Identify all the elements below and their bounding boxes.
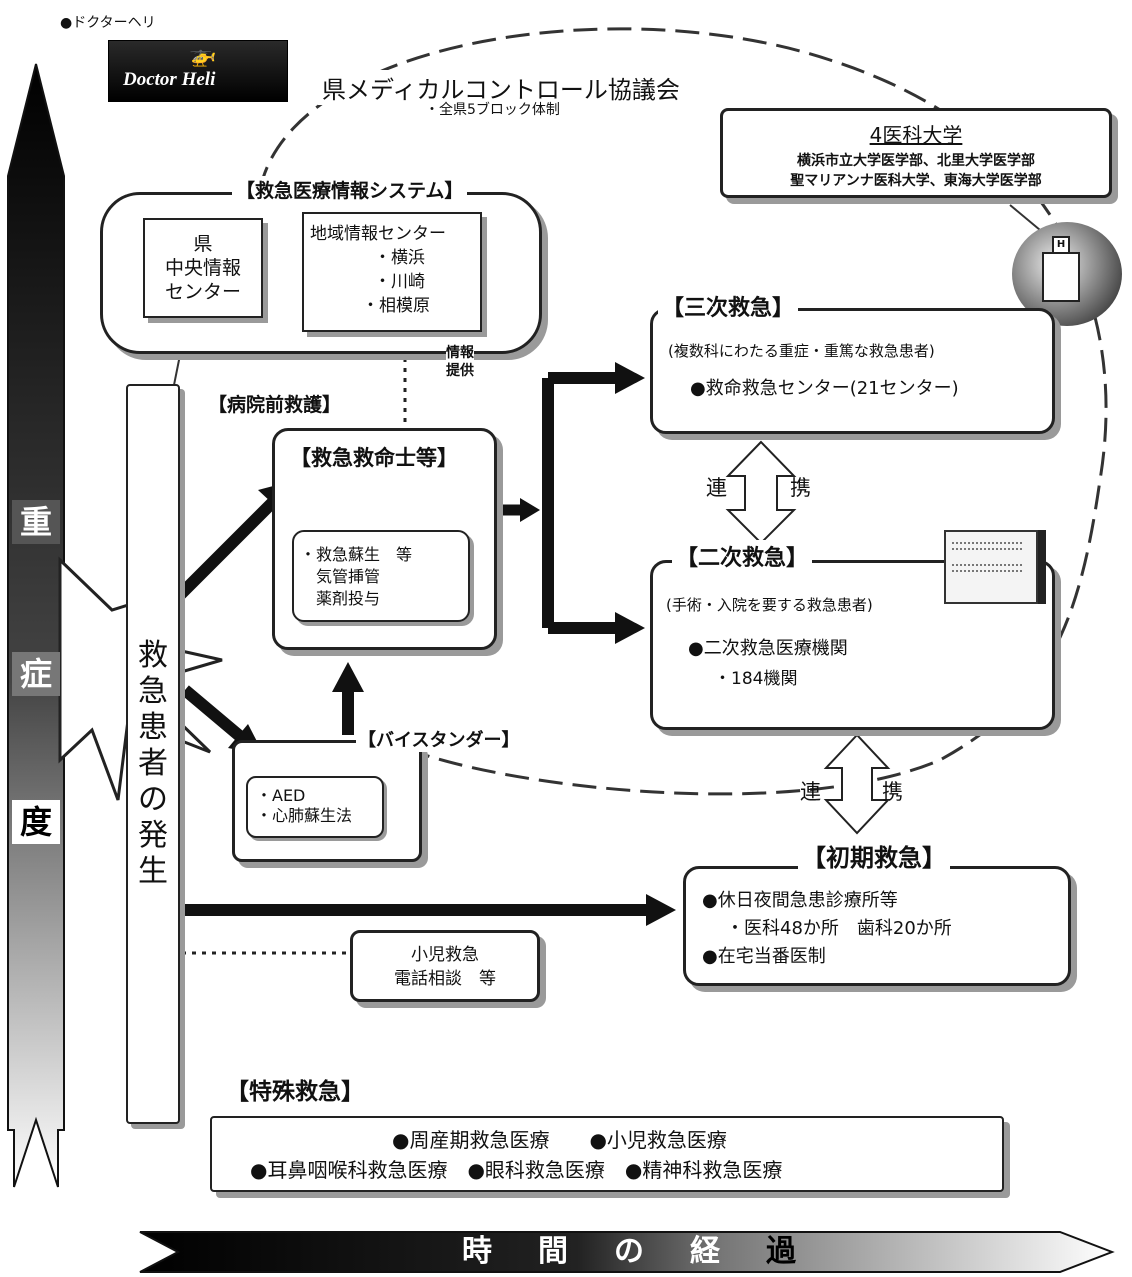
university-box: 4医科大学 横浜市立大学医学部、北里大学医学部 聖マリアンナ医科大学、東海大学医… — [720, 108, 1112, 198]
special-row-1: ●周産期救急医療 ●小児救急医療 — [392, 1128, 727, 1152]
secondary-desc: (手術・入院を要する救急患者) — [666, 596, 873, 614]
doctor-heli-image: 🚁 Doctor Heli — [108, 40, 288, 102]
tertiary-desc: (複数科にわたる重症・重篤な救急患者) — [668, 342, 935, 360]
special-row-2: ●耳鼻咽喉科救急医療 ●眼科救急医療 ●精神科救急医療 — [250, 1158, 783, 1182]
central-info-center: 県 中央情報 センター — [143, 218, 263, 318]
time-axis-label: 時 間 の 経 過 — [462, 1232, 796, 1272]
helicopter-icon: 🚁 — [189, 43, 217, 68]
primary-title: 【初期救急】 — [798, 838, 950, 873]
emt-line-3: 薬剤投与 — [300, 589, 381, 608]
emt-line-2: 気管挿管 — [300, 567, 381, 586]
patient-char-2: 急 — [138, 674, 168, 709]
patient-char-6: 発 — [138, 818, 168, 853]
primary-sub-1: ・医科48か所 歯科20か所 — [726, 918, 952, 939]
secondary-title: 【二次救急】 — [672, 540, 813, 572]
council-subtitle: ・全県5ブロック体制 — [425, 102, 560, 118]
secondary-hospital-icon — [944, 520, 1060, 604]
patient-char-4: 者 — [138, 746, 168, 781]
coop-upper-left: 連 — [706, 476, 727, 500]
regional-kawasaki: ・川崎 — [374, 272, 425, 292]
info-provide-line-1: 情報 — [446, 345, 474, 361]
primary-box — [683, 866, 1071, 986]
pediatric-line-2: 電話相談 等 — [394, 969, 496, 989]
coop-arrow-lower — [823, 733, 891, 835]
time-char-5: 過 — [766, 1234, 796, 1269]
coop-lower-left: 連 — [800, 780, 821, 804]
university-line-2: 聖マリアンナ医科大学、東海大学医学部 — [790, 173, 1042, 189]
info-provide-line-2: 提供 — [446, 363, 474, 379]
bystander-line-1: ・AED — [256, 786, 306, 805]
info-system-title: 【救急医療情報システム】 — [232, 176, 468, 203]
doctor-heli-label: ●ドクターヘリ — [60, 15, 156, 31]
severity-arrow — [7, 63, 65, 1188]
tertiary-item: ●救命救急センター(21センター) — [690, 378, 959, 399]
university-line-1: 横浜市立大学医学部、北里大学医学部 — [797, 153, 1035, 169]
regional-info-center: 地域情報センター ・横浜 ・川崎 ・相模原 — [302, 212, 482, 332]
time-char-2: 間 — [538, 1234, 568, 1269]
patient-char-1: 救 — [138, 638, 168, 673]
council-network-ellipse — [258, 27, 1108, 796]
bystander-line-2: ・心肺蘇生法 — [256, 806, 353, 825]
prehospital-title: 【病院前救護】 — [208, 390, 342, 417]
severity-char-2: 症 — [12, 652, 60, 696]
coop-upper-right: 携 — [790, 476, 811, 500]
council-title: 県メディカルコントロール協議会 — [318, 70, 684, 105]
patient-column: 救 急 患 者 の 発 生 — [126, 384, 180, 1124]
time-char-4: 経 — [690, 1234, 720, 1269]
doctor-heli-logo-text: Doctor Heli — [123, 69, 216, 90]
time-char-3: の — [614, 1234, 644, 1269]
patient-char-7: 生 — [138, 854, 168, 889]
central-line-1: 県 — [193, 233, 213, 255]
secondary-sub: ・184機関 — [714, 669, 798, 689]
bystander-actions-box: ・AED ・心肺蘇生法 — [246, 776, 384, 838]
time-char-1: 時 — [462, 1234, 492, 1269]
emt-line-1: ・救急蘇生 等 — [300, 545, 413, 564]
emt-procedures-box: ・救急蘇生 等 気管挿管 薬剤投与 — [292, 530, 470, 622]
patient-char-5: の — [138, 782, 168, 817]
severity-char-1: 重 — [12, 500, 60, 544]
central-line-2: 中央情報 — [164, 257, 241, 279]
secondary-item: ●二次救急医療機関 — [688, 638, 848, 659]
patient-char-3: 患 — [138, 710, 168, 745]
special-box: ●周産期救急医療 ●小児救急医療 ●耳鼻咽喉科救急医療 ●眼科救急医療 ●精神科… — [210, 1116, 1004, 1192]
coop-arrow-upper — [725, 440, 797, 545]
tertiary-box — [650, 308, 1055, 434]
regional-sagamihara: ・相模原 — [362, 296, 430, 316]
regional-title: 地域情報センター — [310, 224, 446, 244]
pediatric-line-1: 小児救急 — [411, 945, 479, 965]
emt-title: 【救急救命士等】 — [290, 442, 458, 472]
time-arrow — [139, 1231, 1115, 1273]
info-provide-label: 情報 提供 — [446, 344, 474, 380]
primary-item-2: ●在宅当番医制 — [702, 946, 826, 967]
university-title: 4医科大学 — [869, 123, 963, 147]
regional-yokohama: ・横浜 — [374, 248, 425, 268]
central-line-3: センター — [164, 281, 241, 303]
special-title: 【特殊救急】 — [226, 1072, 364, 1106]
bystander-title: 【バイスタンダー】 — [356, 726, 522, 752]
severity-char-3: 度 — [12, 800, 60, 844]
coop-lower-right: 携 — [882, 780, 903, 804]
pediatric-phone-box: 小児救急 電話相談 等 — [350, 930, 540, 1002]
primary-item-1: ●休日夜間急患診療所等 — [702, 890, 898, 911]
tertiary-title: 【三次救急】 — [658, 290, 799, 322]
